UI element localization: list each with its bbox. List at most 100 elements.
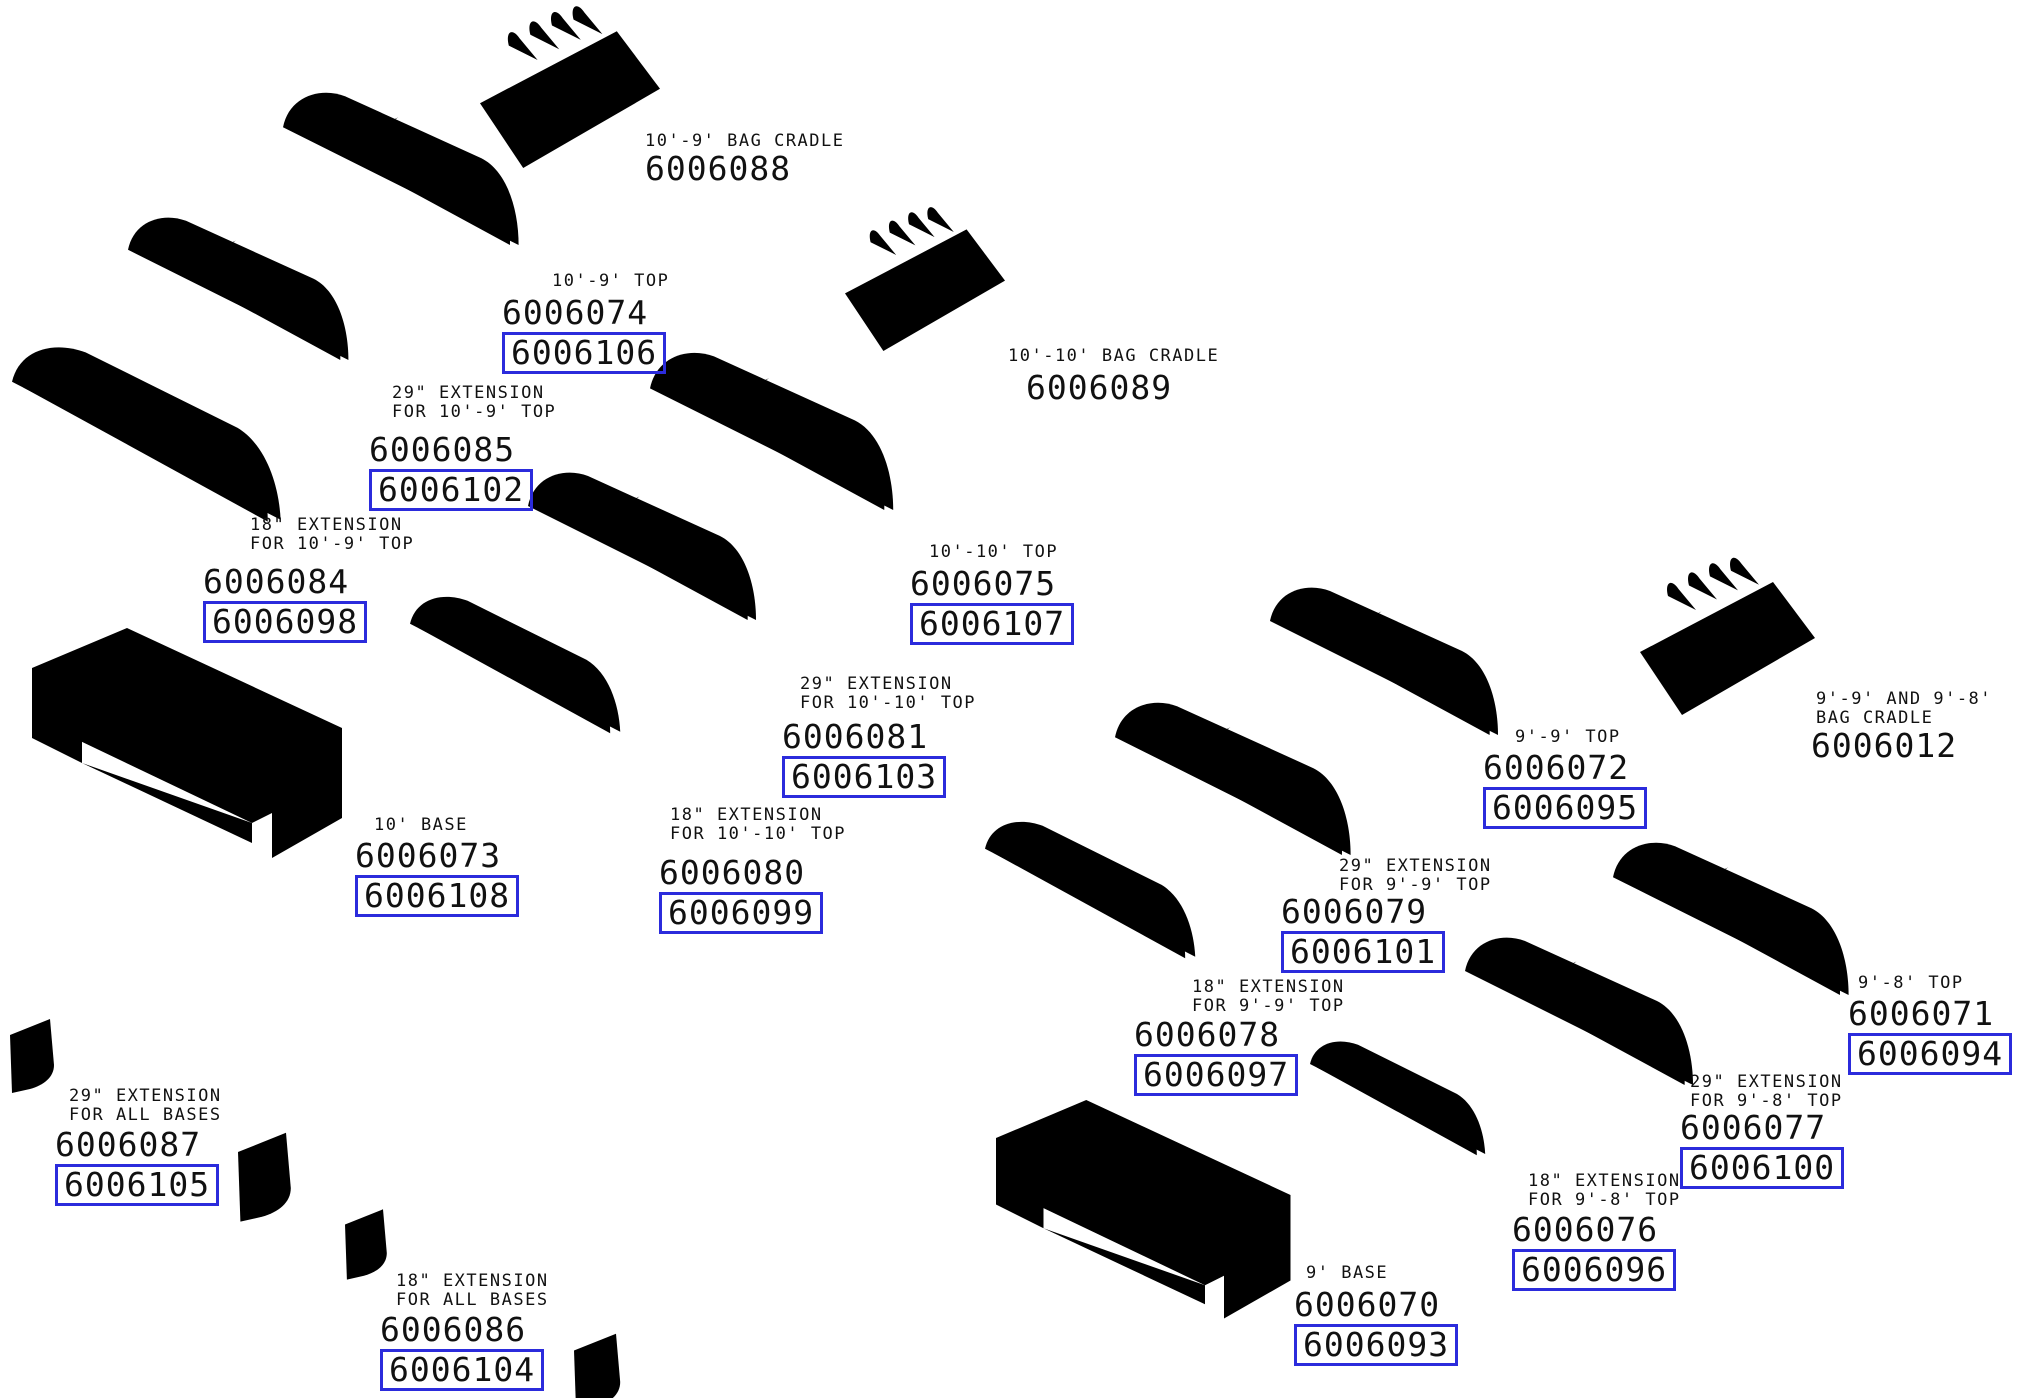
ext-all-panel-1 — [10, 1019, 54, 1093]
callout-10-10-bag-cradle-number: 6006089 — [1026, 370, 1172, 406]
part-description-line-2: FOR 10'-9' TOP — [250, 534, 415, 554]
callout-9-9-and-9-8-bag-cradle: 9'-9' AND 9'-8' BAG CRADLE — [1816, 690, 1992, 728]
alt-part-number-box: 6006107 — [910, 603, 1075, 645]
top-10-10-drawing — [650, 352, 894, 510]
part-description: 10' BASE — [374, 815, 468, 835]
ext29-9-9-drawing — [1115, 702, 1351, 855]
callout-29in-extension-10-10: 29" EXTENSION FOR 10'-10' TOP — [800, 675, 976, 713]
alt-part-number-box: 6006098 — [203, 601, 368, 643]
part-number: 6006079 — [1281, 892, 1428, 931]
alt-part-number-box: 6006104 — [380, 1349, 545, 1391]
alt-part-number-box: 6006103 — [782, 756, 947, 798]
callout-29in-extension-9-8-numbers: 6006077 6006100 — [1680, 1110, 1845, 1189]
ext-all-panel-3 — [345, 1209, 387, 1280]
callout-9-9-top-numbers: 6006072 6006095 — [1483, 748, 1648, 829]
callout-29in-extension-9-9: 29" EXTENSION FOR 9'-9' TOP — [1339, 857, 1492, 895]
part-number: 6006076 — [1512, 1210, 1659, 1249]
part-description: 29" EXTENSION — [392, 383, 545, 403]
callout-9-8-top-numbers: 6006071 6006094 — [1848, 994, 2013, 1075]
callout-10-base: 10' BASE — [374, 816, 468, 835]
part-number: 6006073 — [355, 836, 502, 875]
top-9-9-drawing — [1270, 587, 1498, 735]
part-description: 10'-9' TOP — [552, 271, 670, 291]
part-description: 9'-8' TOP — [1858, 973, 1964, 993]
callout-29in-extension-all-bases-numbers: 6006087 6006105 — [55, 1127, 220, 1206]
part-description-line-2: FOR 10'-10' TOP — [800, 693, 977, 713]
callout-18in-extension-9-9: 18" EXTENSION FOR 9'-9' TOP — [1192, 978, 1345, 1016]
callout-10-10-top: 10'-10' TOP — [929, 543, 1058, 562]
alt-part-number-box: 6006108 — [355, 875, 520, 917]
ext18-9-8-drawing — [1310, 1041, 1486, 1156]
callout-29in-extension-10-10-numbers: 6006081 6006103 — [782, 719, 947, 798]
callout-29in-extension-9-9-numbers: 6006079 6006101 — [1281, 892, 1446, 973]
part-description: 9'-9' AND 9'-8' — [1816, 689, 1993, 709]
part-description-line-2: FOR 9'-9' TOP — [1339, 875, 1492, 895]
callout-29in-extension-10-9-numbers: 6006085 6006102 — [369, 432, 534, 511]
callout-9-9-and-9-8-bag-cradle-number: 6006012 — [1811, 728, 1957, 764]
callout-18in-extension-10-10-numbers: 6006080 6006099 — [659, 855, 824, 934]
callout-10-9-top: 10'-9' TOP — [552, 272, 669, 291]
cradle-10-9-drawing — [480, 6, 669, 168]
callout-18in-extension-10-10: 18" EXTENSION FOR 10'-10' TOP — [670, 806, 846, 844]
alt-part-number-box: 6006095 — [1483, 787, 1648, 829]
ext18-9-9-drawing — [985, 821, 1196, 959]
callout-10-9-bag-cradle: 10'-9' BAG CRADLE 6006088 — [645, 132, 845, 187]
callout-9-base: 9' BASE — [1306, 1264, 1388, 1283]
cradle-9-9-drawing — [1640, 557, 1824, 715]
part-description: 10'-9' BAG CRADLE — [645, 131, 845, 151]
callout-18in-extension-10-9-numbers: 6006084 6006098 — [203, 562, 368, 643]
part-description: 9' BASE — [1306, 1263, 1389, 1283]
alt-part-number-box: 6006096 — [1512, 1249, 1677, 1291]
top-10-9-drawing — [283, 92, 519, 245]
alt-part-number-box: 6006102 — [369, 469, 534, 511]
part-description: 18" EXTENSION — [1528, 1171, 1681, 1191]
alt-part-number-box: 6006099 — [659, 892, 824, 934]
callout-29in-extension-all-bases: 29" EXTENSION FOR ALL BASES — [69, 1087, 222, 1125]
part-description: 18" EXTENSION — [1192, 977, 1345, 997]
part-description-line-2: FOR 9'-8' TOP — [1690, 1091, 1843, 1111]
part-description-line-2: FOR ALL BASES — [396, 1290, 549, 1310]
callout-10-10-top-numbers: 6006075 6006107 — [910, 564, 1075, 645]
callout-18in-extension-all-bases: 18" EXTENSION FOR ALL BASES — [396, 1272, 549, 1310]
ext29-9-8-drawing — [1465, 937, 1693, 1085]
part-description: 10'-10' BAG CRADLE — [1008, 346, 1220, 366]
ext29-10-9-drawing — [128, 217, 349, 360]
part-number: 6006084 — [203, 562, 350, 601]
ext-all-panel-4 — [574, 1333, 621, 1398]
alt-part-number-box: 6006097 — [1134, 1054, 1299, 1096]
callout-9-9-top: 9'-9' TOP — [1515, 728, 1621, 747]
part-description: 9'-9' TOP — [1515, 727, 1621, 747]
part-description-line-2: FOR 9'-9' TOP — [1192, 996, 1345, 1016]
base-9-drawing — [996, 1100, 1291, 1319]
part-number: 6006074 — [502, 293, 649, 332]
part-description: 18" EXTENSION — [250, 515, 403, 535]
alt-part-number-box: 6006100 — [1680, 1147, 1845, 1189]
alt-part-number-box: 6006093 — [1294, 1324, 1459, 1366]
part-description-line-2: FOR 10'-9' TOP — [392, 402, 557, 422]
ext18-10-10-drawing — [410, 596, 621, 734]
part-number: 6006071 — [1848, 994, 1995, 1033]
callout-10-9-top-numbers: 6006074 6006106 — [502, 293, 667, 374]
ext18-10-9-drawing — [12, 347, 281, 522]
callout-18in-extension-9-9-numbers: 6006078 6006097 — [1134, 1017, 1299, 1096]
part-description-line-2: FOR ALL BASES — [69, 1105, 222, 1125]
callout-18in-extension-9-8: 18" EXTENSION FOR 9'-8' TOP — [1528, 1172, 1681, 1210]
part-number: 6006070 — [1294, 1285, 1441, 1324]
cradle-10-10-drawing — [845, 207, 1013, 351]
part-description: 18" EXTENSION — [396, 1271, 549, 1291]
alt-part-number-box: 6006105 — [55, 1164, 220, 1206]
base-10-drawing — [32, 628, 342, 858]
callout-9-base-numbers: 6006070 6006093 — [1294, 1285, 1459, 1366]
part-description-line-2: BAG CRADLE — [1816, 708, 1934, 728]
alt-part-number-box: 6006101 — [1281, 931, 1446, 973]
callout-29in-extension-9-8: 29" EXTENSION FOR 9'-8' TOP — [1690, 1073, 1843, 1111]
callout-10-10-bag-cradle: 10'-10' BAG CRADLE — [1008, 347, 1219, 366]
part-number: 6006012 — [1811, 726, 1958, 765]
ext29-10-10-drawing — [528, 472, 756, 620]
part-number: 6006075 — [910, 564, 1057, 603]
alt-part-number-box: 6006106 — [502, 332, 667, 374]
callout-10-base-numbers: 6006073 6006108 — [355, 836, 520, 917]
part-number: 6006072 — [1483, 748, 1630, 787]
part-description: 10'-10' TOP — [929, 542, 1059, 562]
top-9-8-drawing — [1613, 842, 1849, 995]
